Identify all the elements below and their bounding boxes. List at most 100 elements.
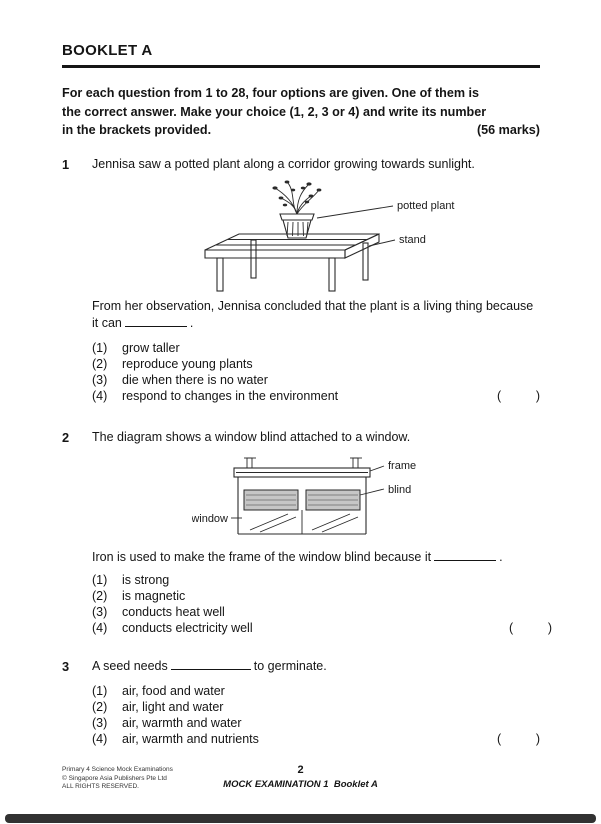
footer-center: 2 MOCK EXAMINATION 1 Booklet A xyxy=(0,764,601,790)
option-row: (4) air, warmth and nutrients ( ) xyxy=(92,731,540,747)
instructions-line-3-text: in the brackets provided. xyxy=(62,123,212,137)
question-3-stem-prefix: A seed needs xyxy=(92,658,168,673)
option-row: (1) grow taller xyxy=(92,340,540,356)
option-number: (1) xyxy=(92,572,108,587)
potted-plant-diagram-svg: potted plant stand xyxy=(204,180,455,292)
question-1: 1 Jennisa saw a potted plant along a cor… xyxy=(62,156,540,404)
option-text: die when there is no water xyxy=(122,372,268,387)
question-1-followup-line-1: From her observation, Jennisa concluded … xyxy=(92,298,534,313)
blind-leader-line xyxy=(359,488,385,495)
plant-foliage xyxy=(274,181,320,214)
blind-label: blind xyxy=(388,484,411,496)
option-text: is strong xyxy=(122,572,170,587)
instructions-line-3: in the brackets provided. (56 marks) xyxy=(62,121,540,140)
page-number: 2 xyxy=(297,764,304,776)
instructions: For each question from 1 to 28, four opt… xyxy=(62,84,540,140)
booklet-title: BOOKLET A xyxy=(62,42,153,59)
option-text: air, food and water xyxy=(122,683,225,698)
question-2-followup: Iron is used to make the frame of the wi… xyxy=(92,549,552,566)
option-text: conducts electricity well xyxy=(122,620,253,635)
option-text: air, warmth and nutrients xyxy=(122,731,259,746)
option-number: (3) xyxy=(92,715,108,730)
option-row: (2) is magnetic xyxy=(92,588,552,604)
question-3-number: 3 xyxy=(62,658,70,674)
instructions-line-1: For each question from 1 to 28, four opt… xyxy=(62,86,480,100)
option-text: air, warmth and water xyxy=(122,715,242,730)
question-1-followup: From her observation, Jennisa concluded … xyxy=(92,298,540,332)
option-text: grow taller xyxy=(122,340,180,355)
potted-plant-label: potted plant xyxy=(397,200,455,212)
question-3-options: (1) air, food and water (2) air, light a… xyxy=(92,683,540,747)
blind-hangers xyxy=(244,457,362,468)
option-row: (2) reproduce young plants xyxy=(92,356,540,372)
question-3-stem: A seed needs to germinate. xyxy=(92,658,540,675)
potted-plant-leader-line xyxy=(316,205,394,218)
option-number: (3) xyxy=(92,372,108,387)
window-label: window xyxy=(192,513,228,525)
question-2-number: 2 xyxy=(62,429,70,445)
question-1-followup-suffix: . xyxy=(189,315,194,330)
instructions-line-2: the correct answer. Make your choice (1,… xyxy=(62,104,487,119)
question-1-body: Jennisa saw a potted plant along a corri… xyxy=(92,156,540,404)
question-3-answer-blank xyxy=(170,659,251,670)
option-number: (2) xyxy=(92,356,108,371)
option-row: (3) die when there is no water xyxy=(92,372,540,388)
potted-plant-diagram: potted plant stand xyxy=(147,178,507,292)
option-row: (1) air, food and water xyxy=(92,683,540,699)
frame-leader-line xyxy=(369,465,385,471)
option-row: (1) is strong xyxy=(92,572,552,588)
publisher-line-1: Primary 4 Science Mock Examinations xyxy=(62,766,173,773)
marks-label: (56 marks) xyxy=(476,123,540,137)
answer-bracket: ( ) xyxy=(496,731,540,746)
question-2-options: (1) is strong (2) is magnetic (3) conduc… xyxy=(92,572,552,636)
option-text: air, light and water xyxy=(122,699,224,714)
blind-fabric xyxy=(243,489,361,510)
title-rule xyxy=(62,65,540,68)
answer-bracket: ( ) xyxy=(508,620,552,635)
window-glass xyxy=(249,509,359,534)
stand-label: stand xyxy=(399,234,426,246)
question-3: 3 A seed needs to germinate. (1) air, foo… xyxy=(62,658,540,747)
blind-frame-bar xyxy=(233,466,371,478)
booklet-footer-label: MOCK EXAMINATION 1 Booklet A xyxy=(223,779,378,790)
answer-bracket: ( ) xyxy=(496,388,540,403)
publisher-line-2: © Singapore Asia Publishers Pte Ltd xyxy=(62,774,167,782)
bench-stand xyxy=(204,232,380,292)
question-2-answer-blank xyxy=(434,550,497,561)
question-2-followup-prefix: Iron is used to make the frame of the wi… xyxy=(92,549,432,564)
option-number: (4) xyxy=(92,388,108,403)
question-1-followup-line-2: it can. xyxy=(92,315,540,332)
option-number: (4) xyxy=(92,731,108,746)
question-1-followup-prefix: it can xyxy=(92,315,122,330)
question-2: 2 The diagram shows a window blind attac… xyxy=(62,429,552,636)
publisher-info: Primary 4 Science Mock Examinations © Si… xyxy=(62,766,173,792)
publisher-line-3: ALL RIGHTS RESERVED. xyxy=(62,783,139,790)
option-row: (4) respond to changes in the environmen… xyxy=(92,388,540,404)
question-2-body: The diagram shows a window blind attache… xyxy=(92,429,552,636)
option-number: (1) xyxy=(92,340,108,355)
question-1-number: 1 xyxy=(62,156,70,172)
stand-leader-line xyxy=(368,239,396,246)
plant-pot xyxy=(279,212,315,239)
plant-leaves xyxy=(272,180,322,206)
question-3-body: A seed needs to germinate. (1) air, food … xyxy=(92,658,540,747)
option-text: reproduce young plants xyxy=(122,356,253,371)
question-3-stem-suffix: to germinate. xyxy=(253,658,327,673)
option-text: respond to changes in the environment xyxy=(122,388,339,403)
scan-edge-strip xyxy=(5,814,596,823)
window-blind-diagram-svg: frame blind window xyxy=(192,457,416,535)
question-2-followup-suffix: . xyxy=(499,549,503,564)
option-number: (2) xyxy=(92,699,108,714)
option-row: (3) conducts heat well xyxy=(92,604,552,620)
option-row: (3) air, warmth and water xyxy=(92,715,540,731)
option-number: (4) xyxy=(92,620,108,635)
option-text: conducts heat well xyxy=(122,604,225,619)
page-content: BOOKLET A For each question from 1 to 28… xyxy=(62,42,552,747)
option-row: (2) air, light and water xyxy=(92,699,540,715)
option-text: is magnetic xyxy=(122,588,186,603)
question-1-stem: Jennisa saw a potted plant along a corri… xyxy=(92,156,475,171)
question-1-answer-blank xyxy=(124,316,187,327)
option-number: (3) xyxy=(92,604,108,619)
question-1-options: (1) grow taller (2) reproduce young plan… xyxy=(92,340,540,404)
